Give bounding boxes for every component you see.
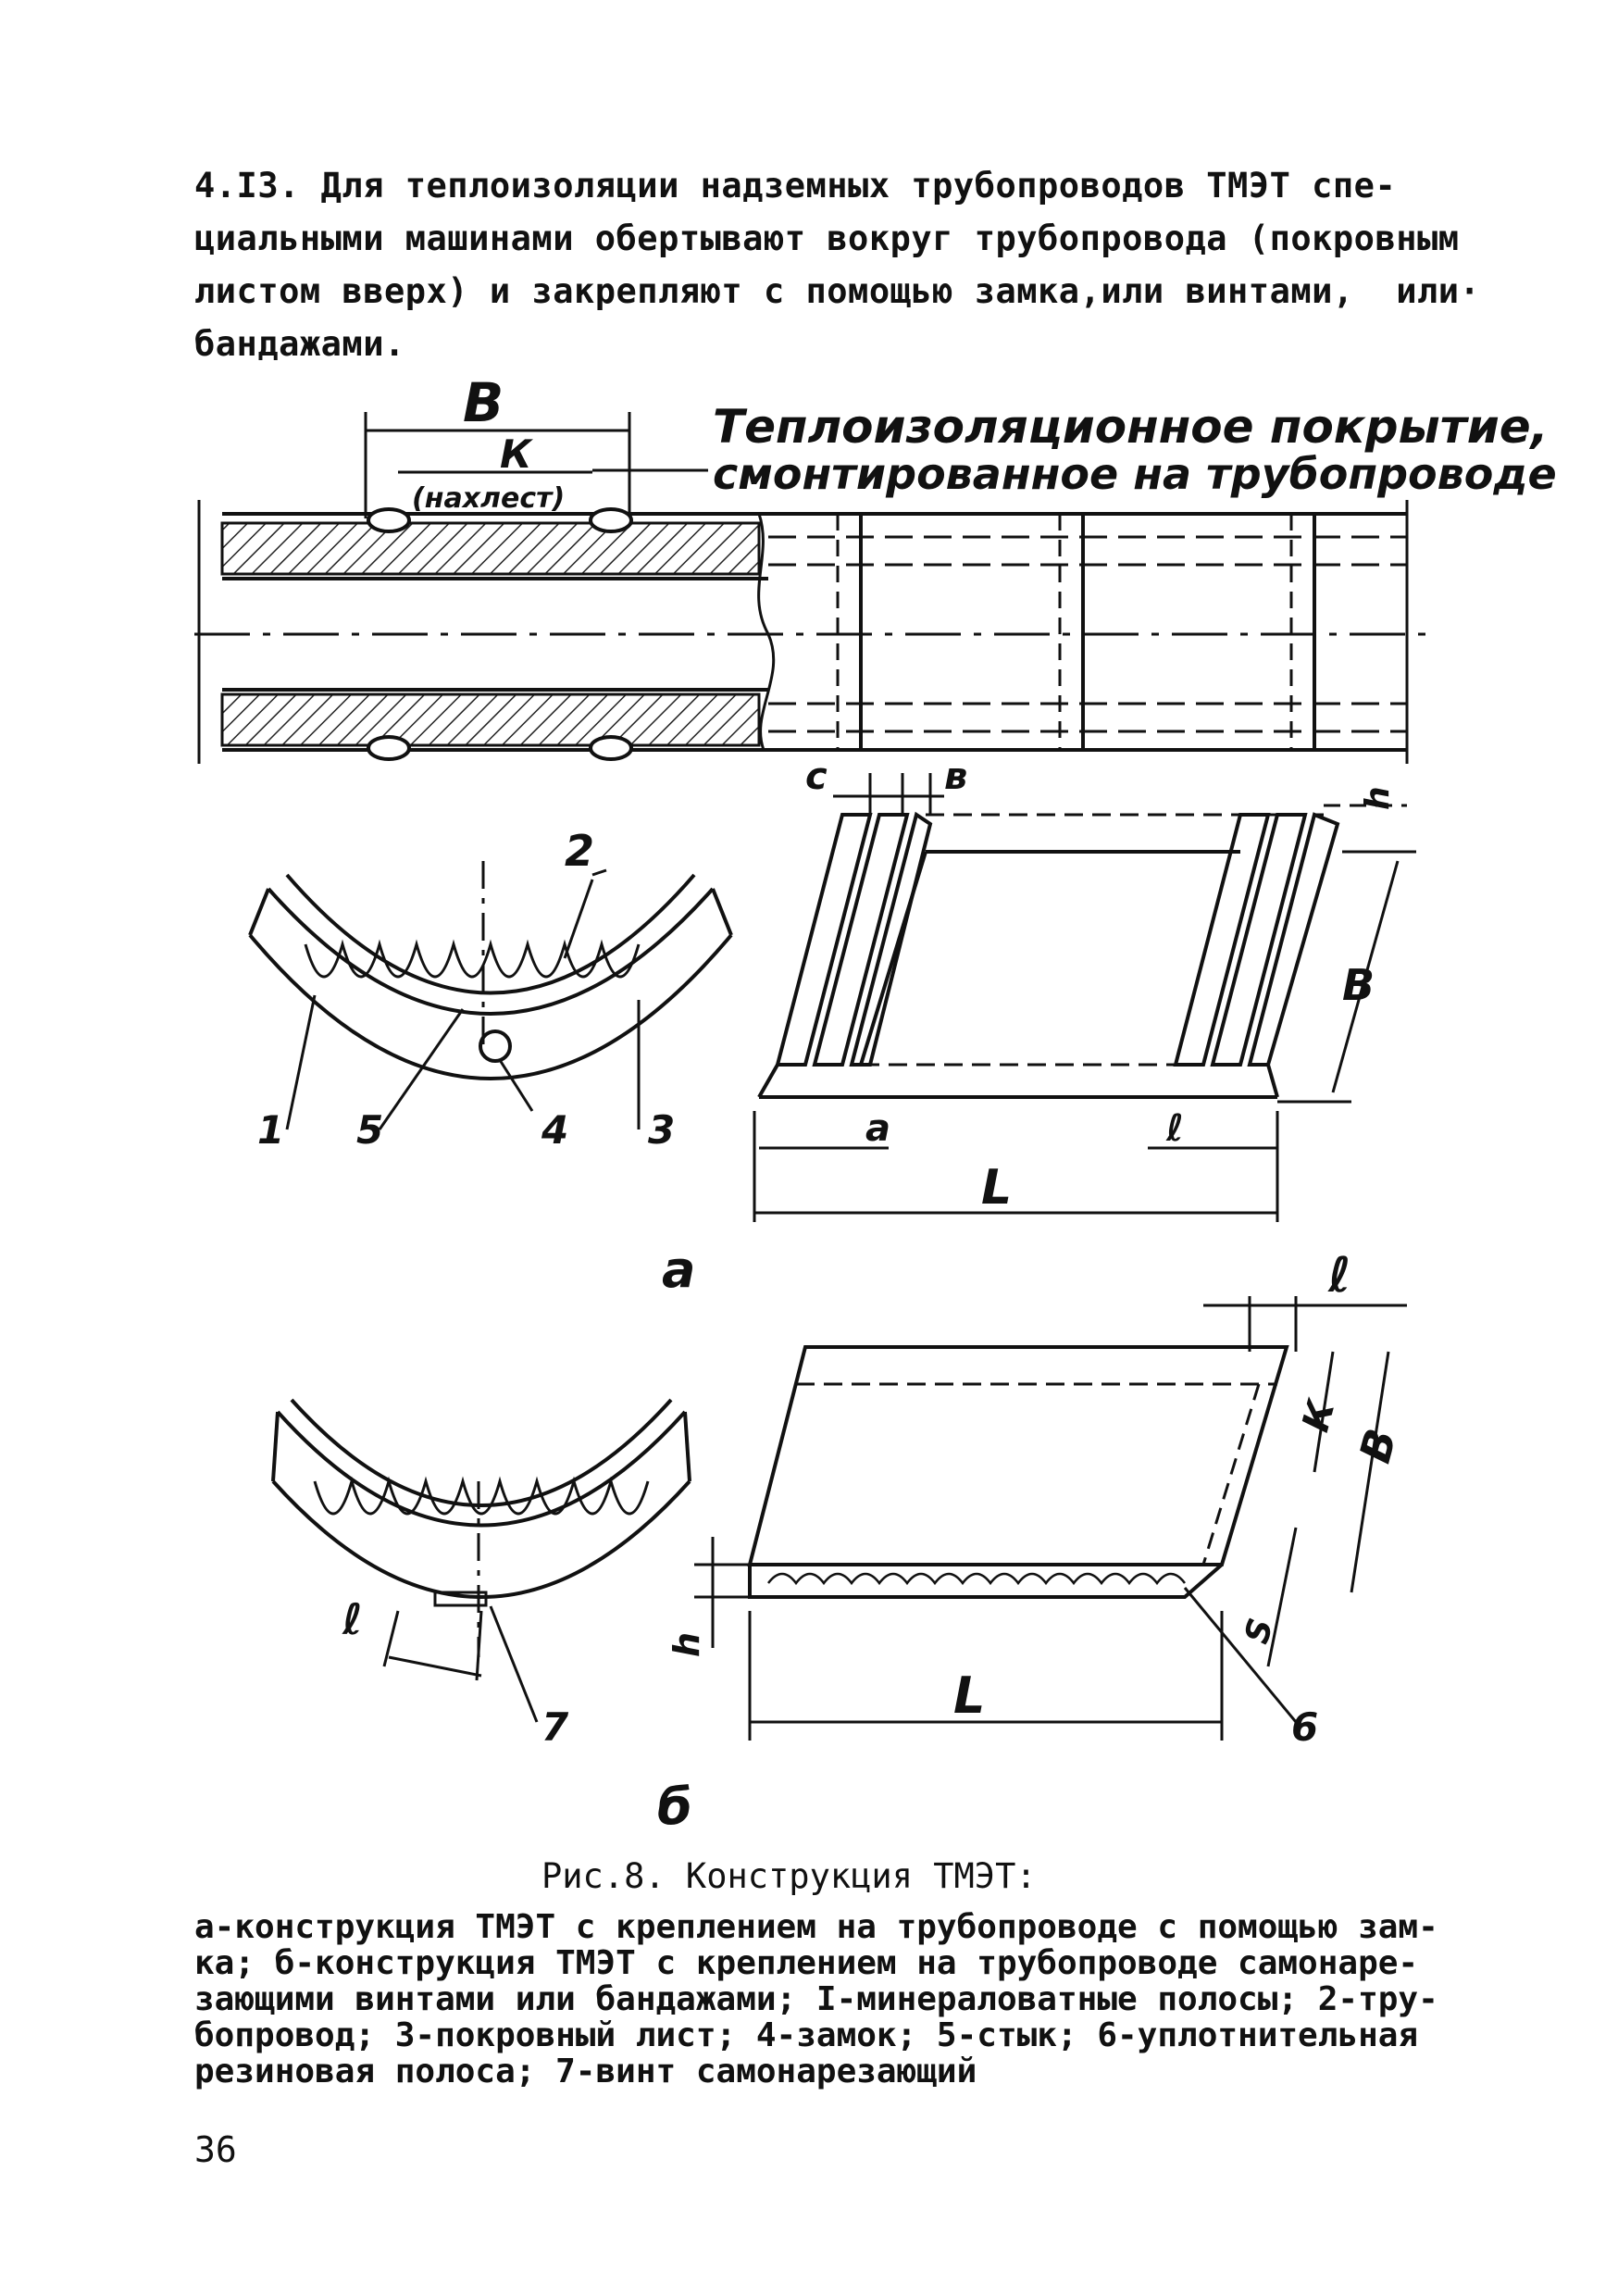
label-6: 6	[1291, 1704, 1318, 1750]
label-b-small: в	[944, 755, 967, 798]
label-l-b: ℓ	[342, 1594, 363, 1644]
caption-line: резиновая полоса; 7-винт самонарезающий	[194, 2053, 977, 2090]
section-a-arc: 2 1 5 4 3	[248, 826, 733, 1153]
label-k-b: К	[1294, 1394, 1343, 1437]
caption-line: ка; б-конструкция ТМЭТ с креплением на т…	[194, 1944, 1419, 1982]
subfigure-b-label: б	[657, 1778, 692, 1836]
label-B-a: В	[1342, 960, 1375, 1010]
note-line-2: смонтированное на трубопроводе	[713, 449, 1557, 499]
label-L-a: L	[981, 1160, 1012, 1216]
pipe-drawing: Теплоизоляционное покрытие, смонтированн…	[194, 371, 1557, 764]
label-a: а	[865, 1107, 890, 1150]
subfigure-a-label: а	[662, 1241, 695, 1299]
label-7: 7	[541, 1704, 569, 1750]
label-1: 1	[257, 1107, 284, 1153]
caption-line: зающими винтами или бандажами; I-минерал…	[194, 1980, 1438, 2018]
paragraph-line: циальными машинами обертывают вокруг тру…	[194, 218, 1460, 258]
paragraph-line: листом вверх) и закрепляют с помощью зам…	[194, 271, 1481, 311]
dim-k-label: К	[500, 431, 534, 477]
label-l-a: ℓ	[1165, 1107, 1184, 1150]
page-number: 36	[194, 2129, 237, 2170]
label-c: с	[805, 755, 828, 798]
caption-line: бопровод; 3-покровный лист; 4-замок; 5-с…	[194, 2016, 1419, 2054]
paragraph-line: бандажами.	[194, 324, 405, 364]
section-b-arc: ℓ 7 б	[271, 1398, 692, 1836]
dim-b-label: В	[463, 371, 504, 434]
label-2: 2	[565, 826, 594, 876]
figure-caption: а-конструкция ТМЭТ с креплением на трубо…	[194, 1908, 1438, 2090]
label-5: 5	[356, 1107, 383, 1153]
label-h2: h	[666, 1632, 707, 1657]
label-4: 4	[541, 1107, 568, 1153]
intro-paragraph: 4.I3. Для теплоизоляции надземных трубоп…	[194, 159, 1481, 370]
label-3: 3	[648, 1107, 675, 1153]
dim-overlap-label: (нахлест)	[412, 482, 565, 515]
caption-line: а-конструкция ТМЭТ с креплением на трубо…	[194, 1908, 1438, 1946]
figure-caption-title: Рис.8. Конструкция ТМЭТ:	[541, 1856, 1037, 1896]
paragraph-line: 4.I3. Для теплоизоляции надземных трубоп…	[194, 166, 1397, 206]
note-line-1: Теплоизоляционное покрытие,	[713, 400, 1549, 454]
label-B-b: В	[1350, 1424, 1406, 1468]
label-L-b: L	[953, 1666, 985, 1725]
label-s: S	[1238, 1615, 1280, 1648]
panel-a-isometric: с в h В а ℓ L а	[662, 755, 1416, 1299]
panel-b-isometric: ℓ К В S h L 6	[666, 1248, 1407, 1750]
label-l-c: ℓ	[1327, 1248, 1351, 1304]
